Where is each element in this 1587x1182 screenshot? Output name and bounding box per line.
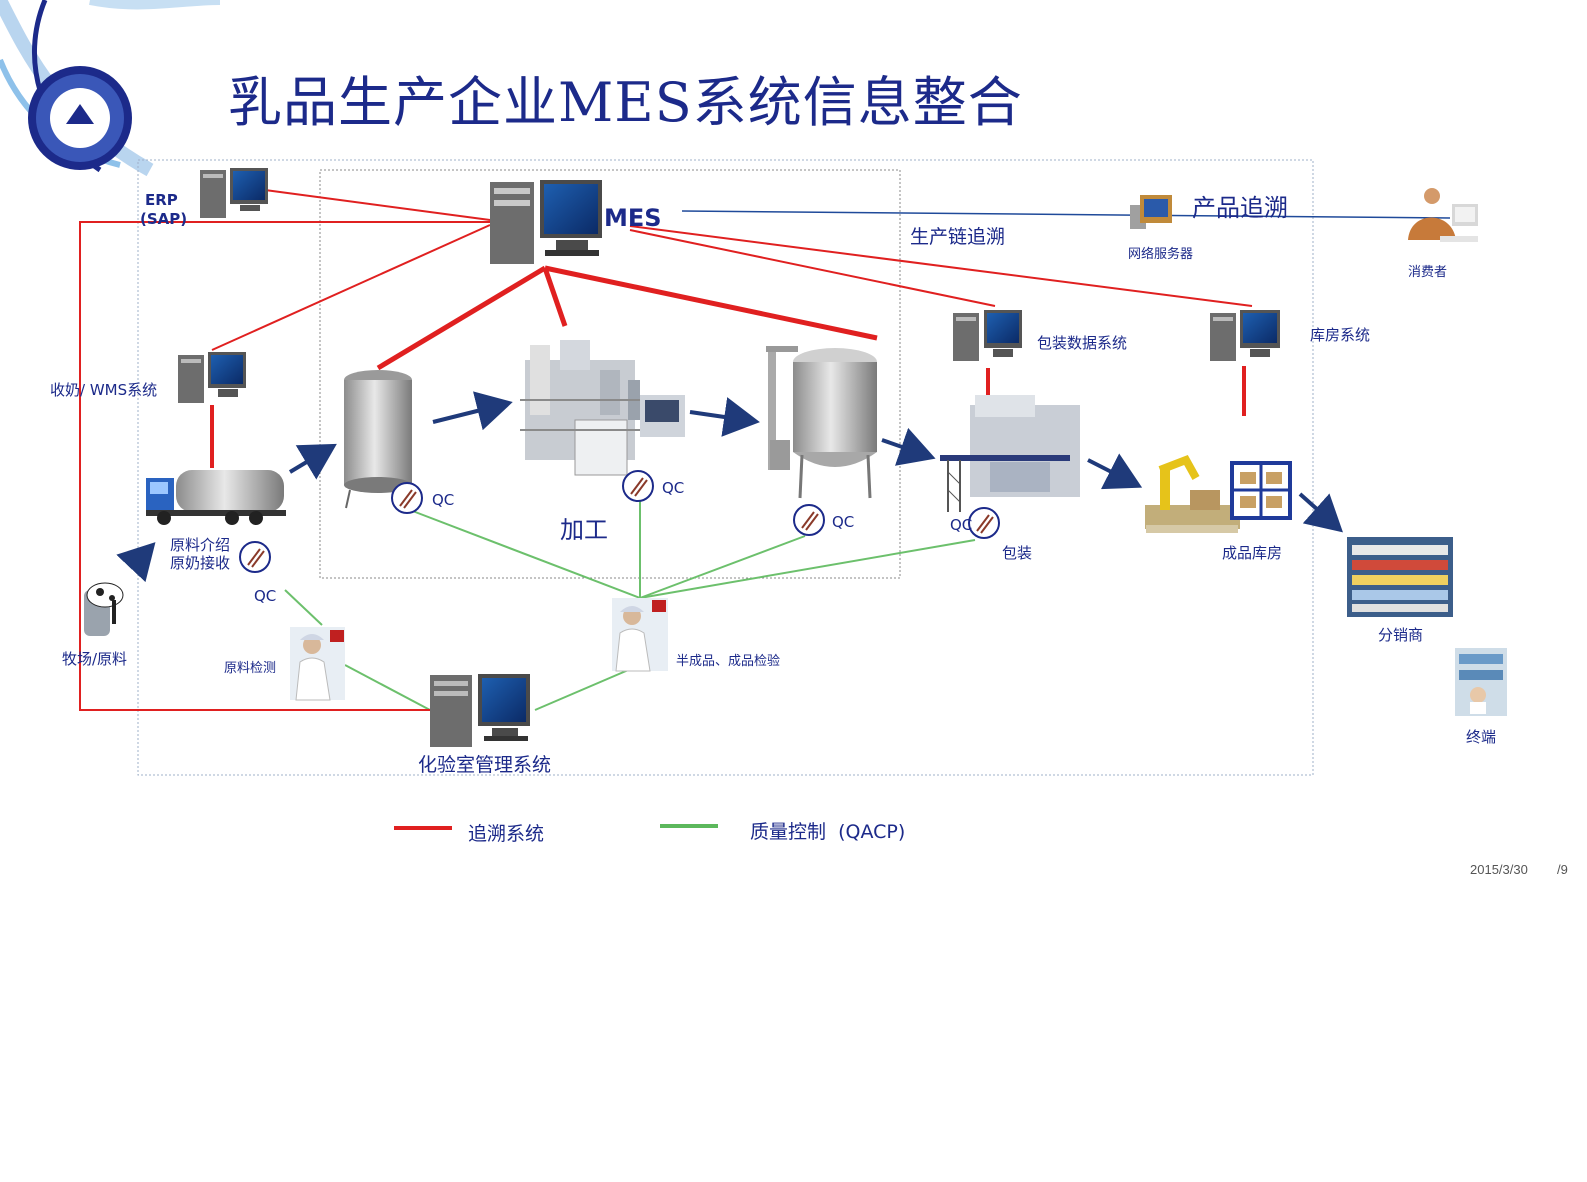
warehouse-computer-icon [1210,310,1280,361]
qc-label: QC [832,513,855,531]
terminal-label: 终端 [1466,728,1497,746]
process-label: 加工 [560,516,608,544]
packaging-data-label: 包装数据系统 [1037,334,1128,352]
processing-equipment [520,340,685,476]
qc-badge-icon [968,507,1000,539]
palletizer-robot [1145,455,1240,533]
milk-truck-icon [146,470,286,525]
erp-label: ERP [145,191,178,209]
warehouse-box-icon [1230,461,1292,520]
trace-lines [79,189,1253,711]
farm-cow-icon [84,582,124,636]
qc-label: QC [662,479,685,497]
web-server-label: 网络服务器 [1128,247,1194,262]
consumer-label: 消费者 [1408,265,1448,280]
qc-badge-icon [391,482,423,514]
qc-badge-icon [239,541,271,573]
wms-label: 收奶/ WMS系统 [50,381,158,399]
tetra-pak-logo [28,66,132,170]
lab-computer-icon [430,674,530,747]
terminal-photo [1455,648,1507,716]
qc-label: QC [432,491,455,509]
raw-test-photo [290,627,345,701]
packaging-machine [940,395,1080,512]
consumer-icon [1408,188,1478,242]
storage-tank [766,346,877,499]
qc-badge-icon [793,504,825,536]
finished-warehouse-label: 成品库房 [1222,544,1283,562]
erp-computer-icon [200,168,268,218]
chain-trace-label: 生产链追溯 [910,226,1006,248]
wms-computer-icon [178,352,246,403]
enterprise-boundary [137,159,1314,776]
footer-date: 2015/3/30 [1470,862,1528,877]
packaging-computer-icon [953,310,1022,361]
qc-label: QC [254,587,277,605]
flow-arrows [116,391,1343,583]
qc-lines [284,500,976,711]
semi-test-label: 半成品、成品检验 [676,654,781,669]
web-server-icon [1130,195,1172,229]
raw-intro-label: 原料介绍 [170,536,231,554]
erp-sap-label: (SAP) [140,210,188,228]
qc-label: QC [950,516,973,534]
product-trace-line [681,210,1451,219]
page-title: 乳品生产企业MES系统信息整合 [228,71,1023,134]
legend-trace-label: 追溯系统 [468,823,545,845]
raw-test-label: 原料检测 [224,661,277,676]
semi-test-photo [612,598,668,672]
packaging-label: 包装 [1002,544,1033,562]
product-trace-label: 产品追溯 [1192,194,1288,222]
footer-page-number: /9 [1557,862,1568,877]
mes-label: MES [604,204,662,232]
mes-boundary [319,169,901,579]
raw-receive-label: 原奶接收 [170,554,231,572]
farm-label: 牧场/原料 [62,650,128,668]
distributor-photo [1347,537,1453,617]
lab-system-label: 化验室管理系统 [418,754,552,776]
qc-badge-icon [622,470,654,502]
warehouse-system-label: 库房系统 [1310,326,1371,344]
legend-qacp-label: 质量控制 (QACP) [750,821,906,843]
distributor-label: 分销商 [1378,626,1424,644]
mes-server-icon [490,180,602,264]
